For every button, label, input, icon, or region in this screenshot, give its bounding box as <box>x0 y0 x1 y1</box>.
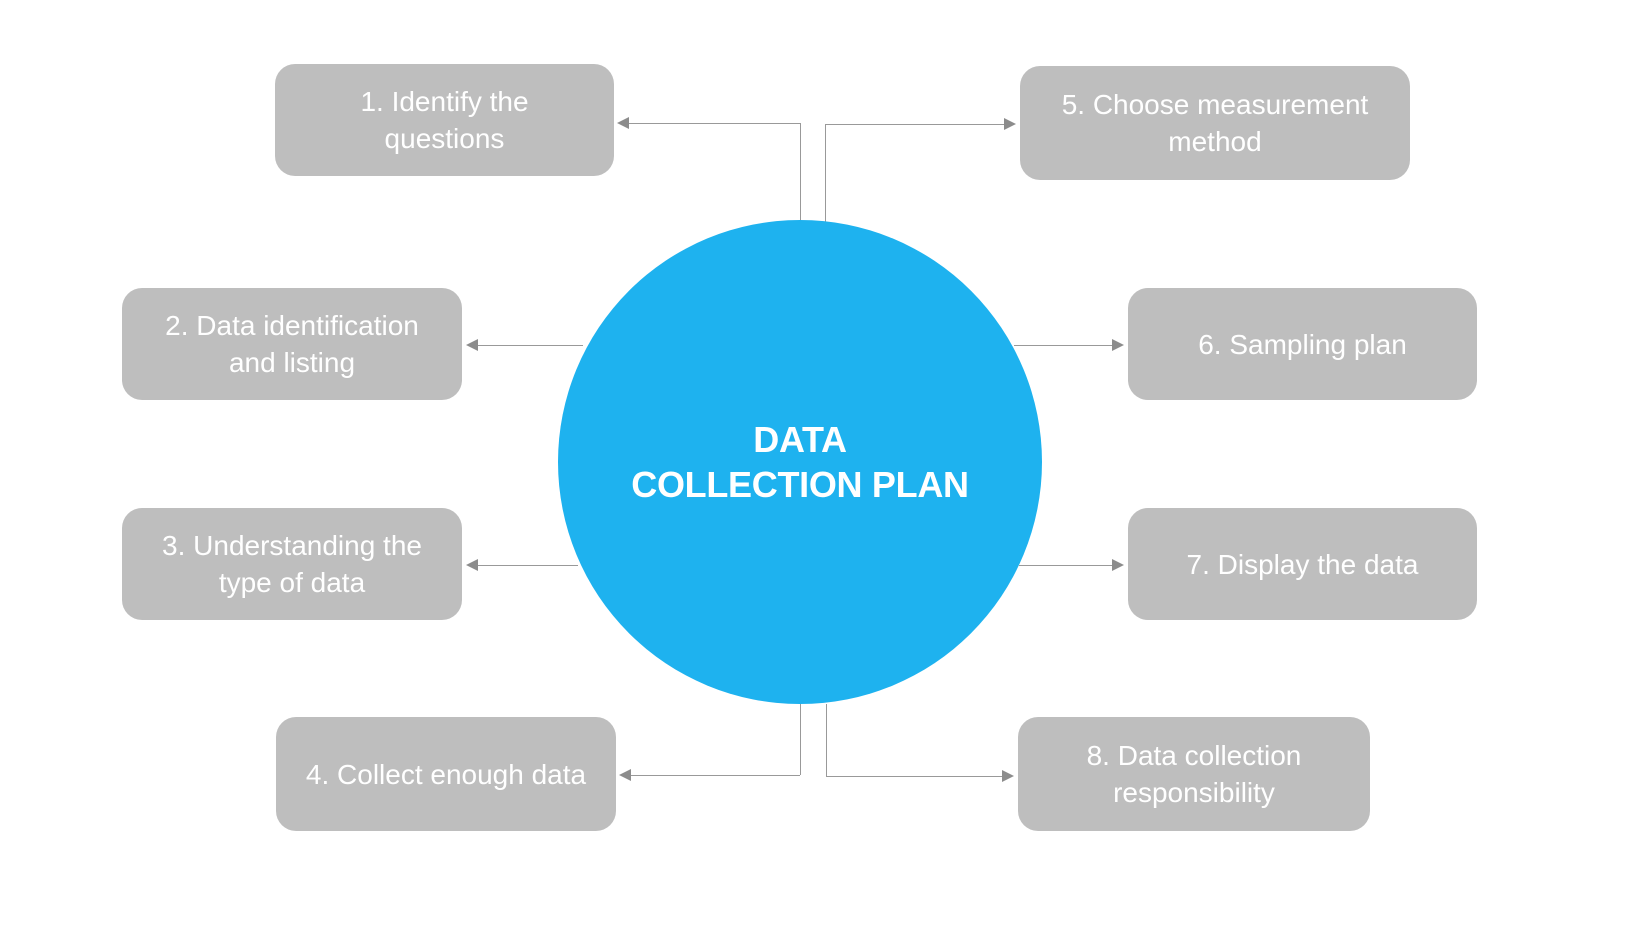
step-box-6: 6. Sampling plan <box>1128 288 1477 400</box>
step-label: 8. Data collection responsibility <box>1086 740 1302 808</box>
connector-line <box>800 704 801 775</box>
arrow-left-icon <box>466 339 478 351</box>
step-box-1: 1. Identify the questions <box>275 64 614 176</box>
connector-line <box>800 123 801 222</box>
center-circle: DATA COLLECTION PLAN <box>558 220 1042 704</box>
arrow-left-icon <box>619 769 631 781</box>
connector-line <box>826 704 827 776</box>
step-label: 1. Identify the questions <box>360 86 529 154</box>
step-box-7: 7. Display the data <box>1128 508 1477 620</box>
step-label: 6. Sampling plan <box>1198 328 1407 360</box>
arrow-left-icon <box>617 117 629 129</box>
step-box-5: 5. Choose measurement method <box>1020 66 1410 180</box>
step-box-2: 2. Data identification and listing <box>122 288 462 400</box>
connector-line <box>825 124 826 222</box>
connector-line <box>826 776 1006 777</box>
arrow-right-icon <box>1004 118 1016 130</box>
connector-line <box>1014 345 1120 346</box>
step-box-8: 8. Data collection responsibility <box>1018 717 1370 831</box>
diagram-title: DATA COLLECTION PLAN <box>631 419 969 505</box>
arrow-right-icon <box>1112 559 1124 571</box>
step-box-4: 4. Collect enough data <box>276 717 616 831</box>
step-label: 7. Display the data <box>1186 548 1419 580</box>
arrow-right-icon <box>1112 339 1124 351</box>
connector-line <box>629 123 800 124</box>
arrow-left-icon <box>466 559 478 571</box>
step-label: 4. Collect enough data <box>305 758 587 790</box>
step-box-3: 3. Understanding the type of data <box>122 508 462 620</box>
step-label: 3. Understanding the type of data <box>162 530 422 598</box>
step-label: 2. Data identification and listing <box>165 310 419 378</box>
connector-line <box>631 775 800 776</box>
step-label: 5. Choose measurement method <box>1061 89 1369 157</box>
connector-line <box>478 345 583 346</box>
connector-line <box>1019 565 1120 566</box>
connector-line <box>478 565 578 566</box>
arrow-right-icon <box>1002 770 1014 782</box>
connector-line <box>825 124 1009 125</box>
